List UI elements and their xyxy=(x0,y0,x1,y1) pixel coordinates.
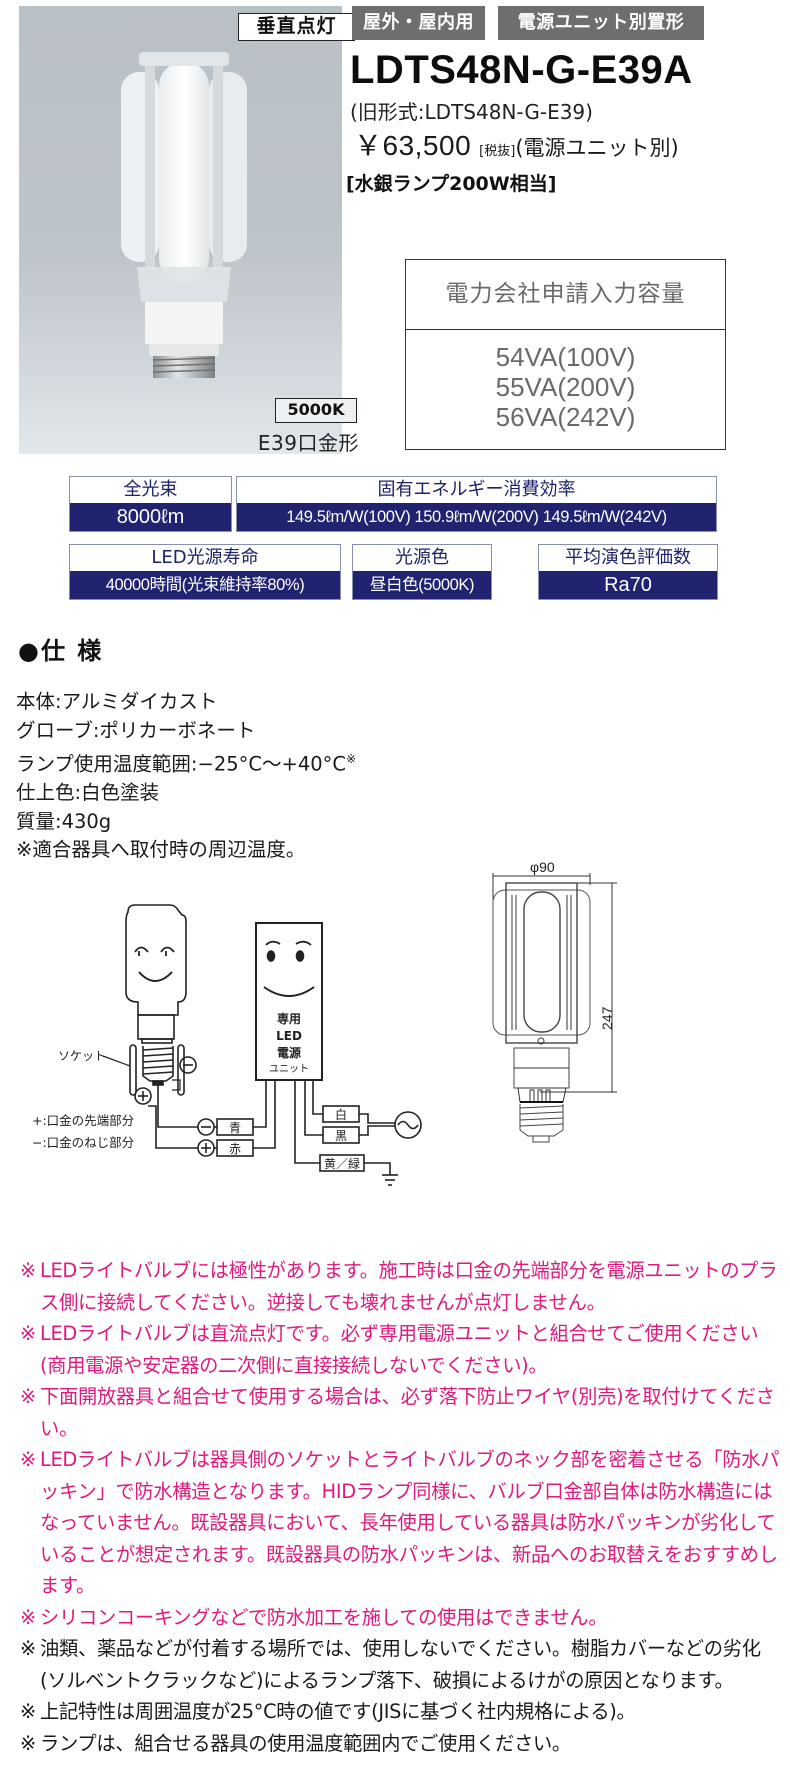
equivalent-lamp: [水銀ランプ200W相当] xyxy=(346,173,557,195)
note-text: LEDライトバルブは直流点灯です。必ず専用電源ユニットと組合せてご使用ください(… xyxy=(40,1322,759,1377)
capacity-table-header: 電力会社申請入力容量 xyxy=(406,260,725,330)
capacity-row: 54VA(100V) xyxy=(495,342,636,372)
spec-efficiency: 固有エネルギー消費効率 149.5ℓm/W(100V) 150.9ℓm/W(20… xyxy=(236,476,717,532)
spec-item: 質量:430g xyxy=(16,809,112,833)
spec-value: 昼白色(5000K) xyxy=(353,571,491,599)
note-mark: ※ xyxy=(20,1605,36,1629)
spec-item: 仕上色:白色塗装 xyxy=(16,781,160,804)
usage-tag: 屋外・屋内用 xyxy=(352,6,485,40)
note-item: ※LEDライトバルブは直流点灯です。必ず専用電源ユニットと組合せてご使用ください… xyxy=(20,1318,780,1381)
led-bulb-image xyxy=(121,52,247,378)
spec-luminous-flux: 全光束 8000ℓm xyxy=(69,476,232,532)
note-text: LEDライトバルブは器具側のソケットとライトバルブのネック部を密着させる「防水パ… xyxy=(40,1448,780,1597)
spec-light-color: 光源色 昼白色(5000K) xyxy=(352,544,492,600)
note-item: ※上記特性は周囲温度が25°C時の値です(JISに基づく社内規格による)。 xyxy=(20,1696,780,1728)
capacity-row: 56VA(242V) xyxy=(495,402,636,432)
wire-ground-label: 黄／緑 xyxy=(324,1156,360,1171)
spec-label: LED光源寿命 xyxy=(70,545,340,571)
unit-label-line3: 電源 xyxy=(277,1045,301,1060)
wire-black-label: 黒 xyxy=(335,1129,347,1143)
note-mark: ※ xyxy=(20,1731,36,1755)
note-item: ※油類、薬品などが付着する場所では、使用しないでください。樹脂カバーなどの劣化(… xyxy=(20,1633,780,1696)
caution-notes: ※LEDライトバルブには極性があります。施工時は口金の先端部分を電源ユニットのプ… xyxy=(20,1255,780,1759)
note-text: ランプは、組合せる器具の使用温度範囲内でご使用ください。 xyxy=(40,1731,571,1755)
note-mark: ※ xyxy=(20,1385,36,1408)
base-type-label: E39口金形 xyxy=(257,431,359,455)
wiring-diagram: ソケット +:口金の先端部分 −:口金のねじ部分 青 赤 専用 LED 電源 ユ… xyxy=(32,904,422,1186)
spec-item: グローブ:ポリカーボネート xyxy=(16,718,256,742)
spec-item: ランプ使用温度範囲:−25°C〜+40°C※ xyxy=(16,745,356,779)
wire-blue-label: 青 xyxy=(229,1121,241,1135)
note-mark: ※ xyxy=(20,1259,36,1282)
spec-label: 固有エネルギー消費効率 xyxy=(237,477,716,503)
spec-value: 149.5ℓm/W(100V) 150.9ℓm/W(200V) 149.5ℓm/… xyxy=(237,503,716,531)
note-item: ※シリコンコーキングなどで防水加工を施しての使用はできません。 xyxy=(20,1602,780,1634)
lighting-direction-badge: 垂直点灯 xyxy=(238,13,355,41)
specs-list: 本体:アルミダイカスト グローブ:ポリカーボネート ランプ使用温度範囲:−25°… xyxy=(16,688,356,865)
note-text: 下面開放器具と組合せて使用する場合は、必ず落下防止ワイヤ(別売)を取付けてくださ… xyxy=(40,1385,775,1440)
note-mark: ※ xyxy=(20,1700,36,1723)
note-text: 油類、薬品などが付着する場所では、使用しないでください。樹脂カバーなどの劣化(ソ… xyxy=(40,1637,761,1692)
note-text: シリコンコーキングなどで防水加工を施しての使用はできません。 xyxy=(40,1605,608,1629)
spec-value: 8000ℓm xyxy=(70,503,231,531)
model-number: LDTS48N-G-E39A xyxy=(350,48,693,92)
ac-source-icon xyxy=(394,1111,422,1139)
price-tax-note: [税抜] xyxy=(479,144,516,159)
note-item: ※下面開放器具と組合せて使用する場合は、必ず落下防止ワイヤ(別売)を取付けてくだ… xyxy=(20,1381,780,1444)
capacity-row: 55VA(200V) xyxy=(495,372,636,402)
power-unit-tag: 電源ユニット別置形 xyxy=(498,6,704,40)
spec-value: Ra70 xyxy=(539,571,717,599)
spec-label: 全光束 xyxy=(70,477,231,503)
spec-item: ※適合器具へ取付時の周辺温度。 xyxy=(16,838,306,861)
height-label: 247 xyxy=(599,1006,615,1030)
spec-cri: 平均演色評価数 Ra70 xyxy=(538,544,718,600)
bulb-outline-icon xyxy=(125,904,187,1016)
note-mark: ※ xyxy=(20,1448,36,1471)
spec-value: 40000時間(光束維持率80%) xyxy=(70,571,340,599)
note-text: 上記特性は周囲温度が25°C時の値です(JISに基づく社内規格による)。 xyxy=(40,1700,636,1723)
note-item: ※LEDライトバルブには極性があります。施工時は口金の先端部分を電源ユニットのプ… xyxy=(20,1255,780,1318)
spec-label: 平均演色評価数 xyxy=(539,545,717,571)
spec-item: 本体:アルミダイカスト xyxy=(16,690,218,713)
input-capacity-table: 電力会社申請入力容量 54VA(100V) 55VA(200V) 56VA(24… xyxy=(405,259,726,450)
note-item: ※ランプは、組合せる器具の使用温度範囲内でご使用ください。 xyxy=(20,1728,780,1760)
note-mark: ※ xyxy=(20,1637,36,1660)
ground-icon xyxy=(364,1162,391,1175)
note-mark: ※ xyxy=(20,1322,36,1345)
old-model-number: (旧形式:LDTS48N-G-E39) xyxy=(350,100,593,124)
note-item: ※LEDライトバルブは器具側のソケットとライトバルブのネック部を密着させる「防水… xyxy=(20,1444,780,1602)
price: ￥63,500 xyxy=(354,130,472,161)
legend-plus: +:口金の先端部分 xyxy=(32,1113,134,1128)
color-temperature-badge: 5000K xyxy=(275,398,357,423)
diameter-label: φ90 xyxy=(530,859,555,875)
legend-minus: −:口金のねじ部分 xyxy=(32,1135,134,1150)
unit-label-line4: ユニット xyxy=(269,1064,309,1075)
unit-label-line1: 専用 xyxy=(277,1011,301,1026)
price-row: ￥63,500 [税抜](電源ユニット別) xyxy=(354,124,679,164)
socket-label: ソケット xyxy=(58,1049,106,1063)
unit-label-line2: LED xyxy=(276,1029,302,1043)
dimension-drawing: φ90 247 xyxy=(492,859,617,1143)
spec-label: 光源色 xyxy=(353,545,491,571)
price-power-unit-note: (電源ユニット別) xyxy=(515,136,679,160)
wire-red-label: 赤 xyxy=(229,1142,241,1156)
wire-white-label: 白 xyxy=(335,1107,347,1122)
specs-heading: ●仕 様 xyxy=(18,637,104,665)
footnote-mark: ※ xyxy=(346,752,357,766)
note-text: LEDライトバルブには極性があります。施工時は口金の先端部分を電源ユニットのプラ… xyxy=(40,1259,778,1314)
spec-item-text: ランプ使用温度範囲:−25°C〜+40°C xyxy=(16,752,347,776)
product-photo: 垂直点灯 5000K E39口金形 xyxy=(19,6,359,455)
spec-lifetime: LED光源寿命 40000時間(光束維持率80%) xyxy=(69,544,341,600)
